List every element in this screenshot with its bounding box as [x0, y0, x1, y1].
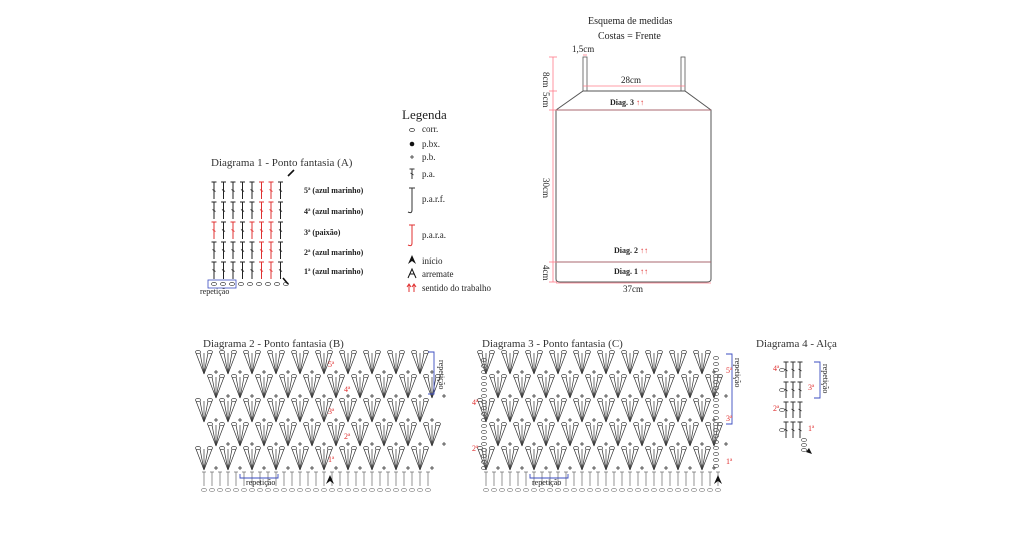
schema-diag2: Diag. 2 ↑↑ [614, 246, 648, 255]
diagram1-row-5: 5ª (azul marinho) [304, 186, 364, 195]
diagram4-side-repeat-label: repetição [821, 364, 830, 394]
diagram3-row-3: 3ª [726, 414, 733, 423]
diagram3-row-2: 2ª [472, 444, 479, 453]
diagram1-title: Diagrama 1 - Ponto fantasia (A) [211, 157, 353, 169]
legend-label-pb: p.b. [422, 152, 436, 162]
diagram2-row-5: 5ª [328, 360, 335, 369]
diagram2-row-2: 2ª [344, 432, 351, 441]
legend-label-pbx: p.bx. [422, 139, 440, 149]
schema-strap-width: 1,5cm [572, 44, 595, 54]
diagram2-row-4: 4ª [344, 385, 351, 394]
diagram3-row-4: 4ª [472, 398, 479, 407]
legend-label-corr: corr. [422, 124, 439, 134]
diagram3-title: Diagrama 3 - Ponto fantasia (C) [482, 338, 623, 350]
diagram2-title: Diagrama 2 - Ponto fantasia (B) [203, 338, 344, 350]
legend-label-para: p.a.r.a. [422, 230, 446, 240]
diagram3-row-5: 5ª [726, 366, 733, 375]
diagram4-row-1: 1ª [808, 424, 815, 433]
legend-title: Legenda [402, 107, 447, 122]
legend-label-sentido: sentido do trabalho [422, 283, 491, 293]
schema-top-width: 28cm [621, 75, 641, 85]
schema-title: Esquema de medidas [588, 16, 673, 27]
diagram2-row-3: 3ª [328, 407, 335, 416]
diagram1-row-1: 1ª (azul marinho) [304, 267, 364, 276]
legend-label-pa: p.a. [422, 169, 435, 179]
diagram4-title: Diagrama 4 - Alça [756, 338, 837, 350]
schema-diag3: Diag. 3 ↑↑ [610, 98, 644, 107]
diagram1-repeat-label: repetição [200, 287, 230, 296]
schema-bottom-width: 37cm [623, 284, 643, 294]
legend-label-inicio: início [422, 256, 443, 266]
diagram1-row-3: 3ª (paixão) [304, 228, 341, 237]
diagram4-row-2: 2ª [773, 404, 780, 413]
schema-diag1: Diag. 1 ↑↑ [614, 267, 648, 276]
diagram3-row-1: 1ª [726, 457, 733, 466]
schema-subtitle: Costas = Frente [598, 31, 661, 42]
legend-label-arremate: arremate [422, 269, 454, 279]
diagram3-repeat-label: repetição [532, 478, 562, 487]
diagram1-row-4: 4ª (azul marinho) [304, 207, 364, 216]
diagram2-repeat-label: repetição [246, 478, 276, 487]
diagram1-row-2: 2ª (azul marinho) [304, 248, 364, 257]
diagram4-row-3: 3ª [808, 383, 815, 392]
diagram2-row-1: 1ª [328, 455, 335, 464]
legend-label-parf: p.a.r.f. [422, 194, 445, 204]
diagram4-row-4: 4ª [773, 364, 780, 373]
